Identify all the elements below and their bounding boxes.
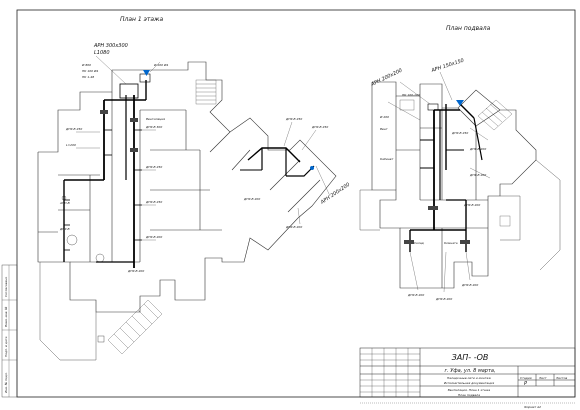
svg-text:Ø 200 Ø4: Ø 200 Ø4 <box>153 62 168 67</box>
svg-text:АПН-В: АПН-В <box>59 201 70 205</box>
side-stamp-text-1: Согласовано <box>4 277 8 297</box>
svg-text:Комната: Комната <box>444 241 458 245</box>
label-arn-200-first: АРН 200х200 <box>319 182 351 206</box>
svg-text:ДПУ-В 200: ДПУ-В 200 <box>145 235 162 239</box>
stage-label: Стадия <box>520 376 532 380</box>
title-block-text: ЗАП- -ОВ г. Уфа, ул. 8 марта, Наладочные… <box>444 353 568 397</box>
side-stamp-text-3: Подп. и дата <box>4 336 8 357</box>
svg-text:ДПУ-В 200: ДПУ-В 200 <box>407 293 424 297</box>
svg-text:ДПУ-В 200: ДПУ-В 200 <box>469 147 486 151</box>
svg-text:ДПУ-В: ДПУ-В <box>59 227 70 231</box>
svg-text:ДПУ-В 200: ДПУ-В 200 <box>461 283 478 287</box>
side-stamp: Согласовано Взам. инв. № Подп. и дата Ин… <box>1 264 18 398</box>
first-floor-ducts <box>63 70 315 268</box>
label-arn-300: АРН 300х300 <box>93 43 128 49</box>
sheet-name-1: Вентиляция. План 1 этажа <box>448 388 491 392</box>
svg-text:ПК 100 Ø4: ПК 100 Ø4 <box>82 68 98 73</box>
first-floor-annotations <box>76 55 331 241</box>
doc-code: ЗАП- -ОВ <box>452 353 489 362</box>
svg-text:ПК 100-100: ПК 100-100 <box>402 93 420 97</box>
svg-text:ДПУ-В 200: ДПУ-В 200 <box>469 173 486 177</box>
sheet-label: Лист <box>538 376 547 380</box>
svg-text:ДПУ-В 200: ДПУ-В 200 <box>285 225 302 229</box>
svg-text:Ø 200: Ø 200 <box>379 114 389 119</box>
sheet-frame <box>16 9 576 398</box>
svg-text:ДПУ-В 200: ДПУ-В 200 <box>243 197 260 201</box>
desc-line-1: Наладочные сети и монтаж <box>447 376 491 380</box>
basement-annotations <box>387 71 491 293</box>
basement-ducts <box>404 100 483 252</box>
title-block <box>359 347 576 404</box>
svg-text:Вентиляция: Вентиляция <box>146 117 165 121</box>
svg-text:ПК 1-48: ПК 1-48 <box>82 75 94 79</box>
desc-line-2: Исполнительная документация <box>444 381 495 385</box>
stage-value: Р <box>524 381 527 387</box>
svg-text:ДПУ-В 200: ДПУ-В 200 <box>127 269 144 273</box>
first-floor-plan <box>37 61 337 361</box>
svg-text:Склад: Склад <box>414 241 424 245</box>
label-l1080: L1080 <box>94 50 110 56</box>
side-stamp-text-4: Инв. № подл. <box>4 372 8 393</box>
svg-text:ДПУ-В 250: ДПУ-В 250 <box>311 125 328 129</box>
side-stamp-text-2: Взам. инв. № <box>4 307 8 327</box>
label-arn-200-base: АРН 200х200 <box>369 68 403 89</box>
basement-title: План подвала <box>446 25 491 32</box>
svg-text:Ø 800: Ø 800 <box>81 62 91 67</box>
sheet-name-2: План подвала <box>458 393 480 397</box>
svg-text:ДПУ-В 250: ДПУ-В 250 <box>145 165 162 169</box>
svg-text:ДПУ-В 250: ДПУ-В 250 <box>451 131 468 135</box>
first-floor-small-labels: Ø 800 ПК 100 Ø4 ПК 1-48 Ø 200 Ø4 ДПУ-В 2… <box>59 62 328 273</box>
svg-text:Вент: Вент <box>380 127 388 131</box>
svg-text:L=200: L=200 <box>66 143 76 147</box>
svg-text:ДПУ-В 300: ДПУ-В 300 <box>145 125 162 129</box>
sheets-label: Листов <box>555 376 567 380</box>
svg-text:ДПУ-В 250: ДПУ-В 250 <box>65 127 82 131</box>
svg-text:ДПУ-В 250: ДПУ-В 250 <box>285 117 302 121</box>
label-arn-150: АРН 150х150 <box>430 58 465 74</box>
address: г. Уфа, ул. 8 марта, <box>444 368 495 374</box>
svg-text:ДПУ-В 200: ДПУ-В 200 <box>463 203 480 207</box>
basement-plan <box>359 81 561 289</box>
svg-text:Кабинет: Кабинет <box>380 157 394 161</box>
svg-text:ДПУ-В 250: ДПУ-В 250 <box>145 200 162 204</box>
basement-small-labels: ПК 100-100 Ø 200 Вент Кабинет ДПУ-В 250 … <box>379 93 486 301</box>
first-floor-title: План 1 этажа <box>120 16 163 23</box>
svg-text:ДПУ-В 200: ДПУ-В 200 <box>435 297 452 301</box>
format-label: Формат А2 <box>524 405 541 409</box>
